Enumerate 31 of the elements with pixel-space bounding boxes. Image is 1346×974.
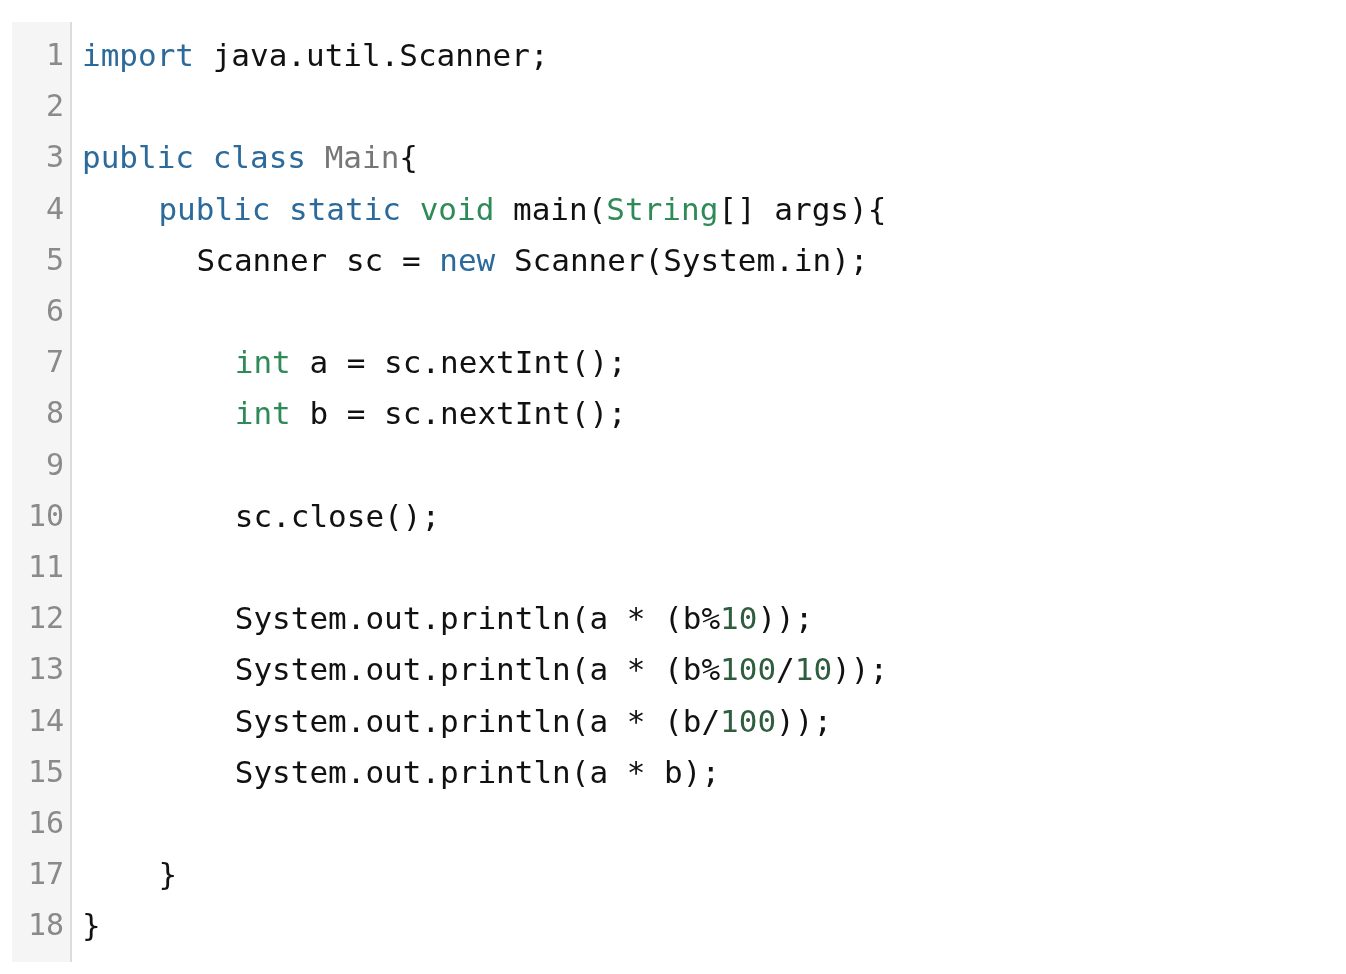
line-number: 5 xyxy=(45,240,64,279)
line-number: 13 xyxy=(27,650,64,689)
line-number: 4 xyxy=(45,189,64,228)
line-number: 16 xyxy=(27,804,64,842)
code-line: System.out.println(a * (b%100/10)); xyxy=(234,650,889,690)
code-line: int a = sc.nextInt(); xyxy=(234,343,627,383)
line-number: 17 xyxy=(27,855,64,894)
line-number: 8 xyxy=(45,394,64,433)
line-number: 3 xyxy=(45,138,64,177)
line-number: 7 xyxy=(45,343,64,382)
code-line: public static void main(String[] args){ xyxy=(158,189,887,229)
code-line: int b = sc.nextInt(); xyxy=(234,394,627,434)
code-line: import java.util.Scanner; xyxy=(82,36,549,75)
code-line: System.out.println(a * b); xyxy=(234,752,721,792)
line-number: 12 xyxy=(27,599,64,638)
code-line: } xyxy=(82,906,101,946)
code-line: public class Main{ xyxy=(82,138,418,178)
line-number: 9 xyxy=(45,445,64,484)
line-number: 2 xyxy=(45,87,64,126)
line-number: 1 xyxy=(45,36,64,74)
line-number: 15 xyxy=(27,752,64,791)
code-line: Scanner sc = new Scanner(System.in); xyxy=(196,240,869,280)
code-line: System.out.println(a * (b/100)); xyxy=(234,701,833,741)
line-number: 11 xyxy=(27,548,64,586)
line-number: 10 xyxy=(27,496,64,535)
code-line: sc.close(); xyxy=(234,496,441,536)
line-number: 6 xyxy=(45,292,64,330)
line-number: 14 xyxy=(27,701,64,740)
line-number: 18 xyxy=(27,906,64,945)
code-line: System.out.println(a * (b%10)); xyxy=(234,599,814,639)
code-line: } xyxy=(158,855,178,895)
